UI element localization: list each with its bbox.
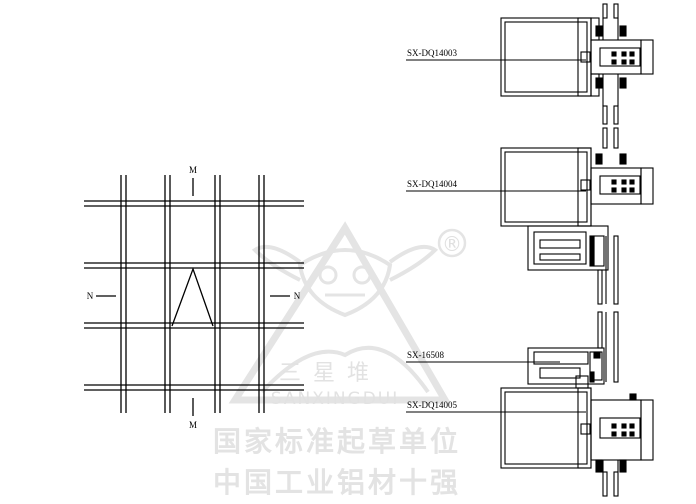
- profile-label-sx-dq14005: SX-DQ14005: [407, 400, 458, 410]
- profile-label-sx-16508: SX-16508: [407, 350, 445, 360]
- section-label-n-left: N: [87, 291, 94, 301]
- profile-section-sx-dq14004: [500, 127, 654, 305]
- watermark-logo: [228, 221, 467, 404]
- profile-section-sx-dq14005: [500, 387, 654, 497]
- profile-section-sx-16508: [527, 311, 619, 389]
- elevation-grid: [84, 175, 304, 416]
- profile-label-sx-dq14003: SX-DQ14003: [407, 48, 458, 58]
- watermark-brand-cn: 三星堆: [279, 361, 381, 386]
- watermark-registered-mark: ®: [442, 232, 462, 256]
- profile-label-sx-dq14004: SX-DQ14004: [407, 179, 458, 189]
- section-label-m-bottom: M: [189, 420, 197, 430]
- section-label-m-top: M: [189, 165, 197, 175]
- watermark-brand-en: SANXINGDUI: [271, 389, 400, 409]
- section-label-n-right: N: [294, 291, 301, 301]
- watermark-slogan-line2: 中国工业铝材十强: [213, 466, 461, 499]
- profile-section-sx-dq14003: [500, 3, 654, 125]
- watermark-slogan-line1: 国家标准起草单位: [213, 425, 461, 458]
